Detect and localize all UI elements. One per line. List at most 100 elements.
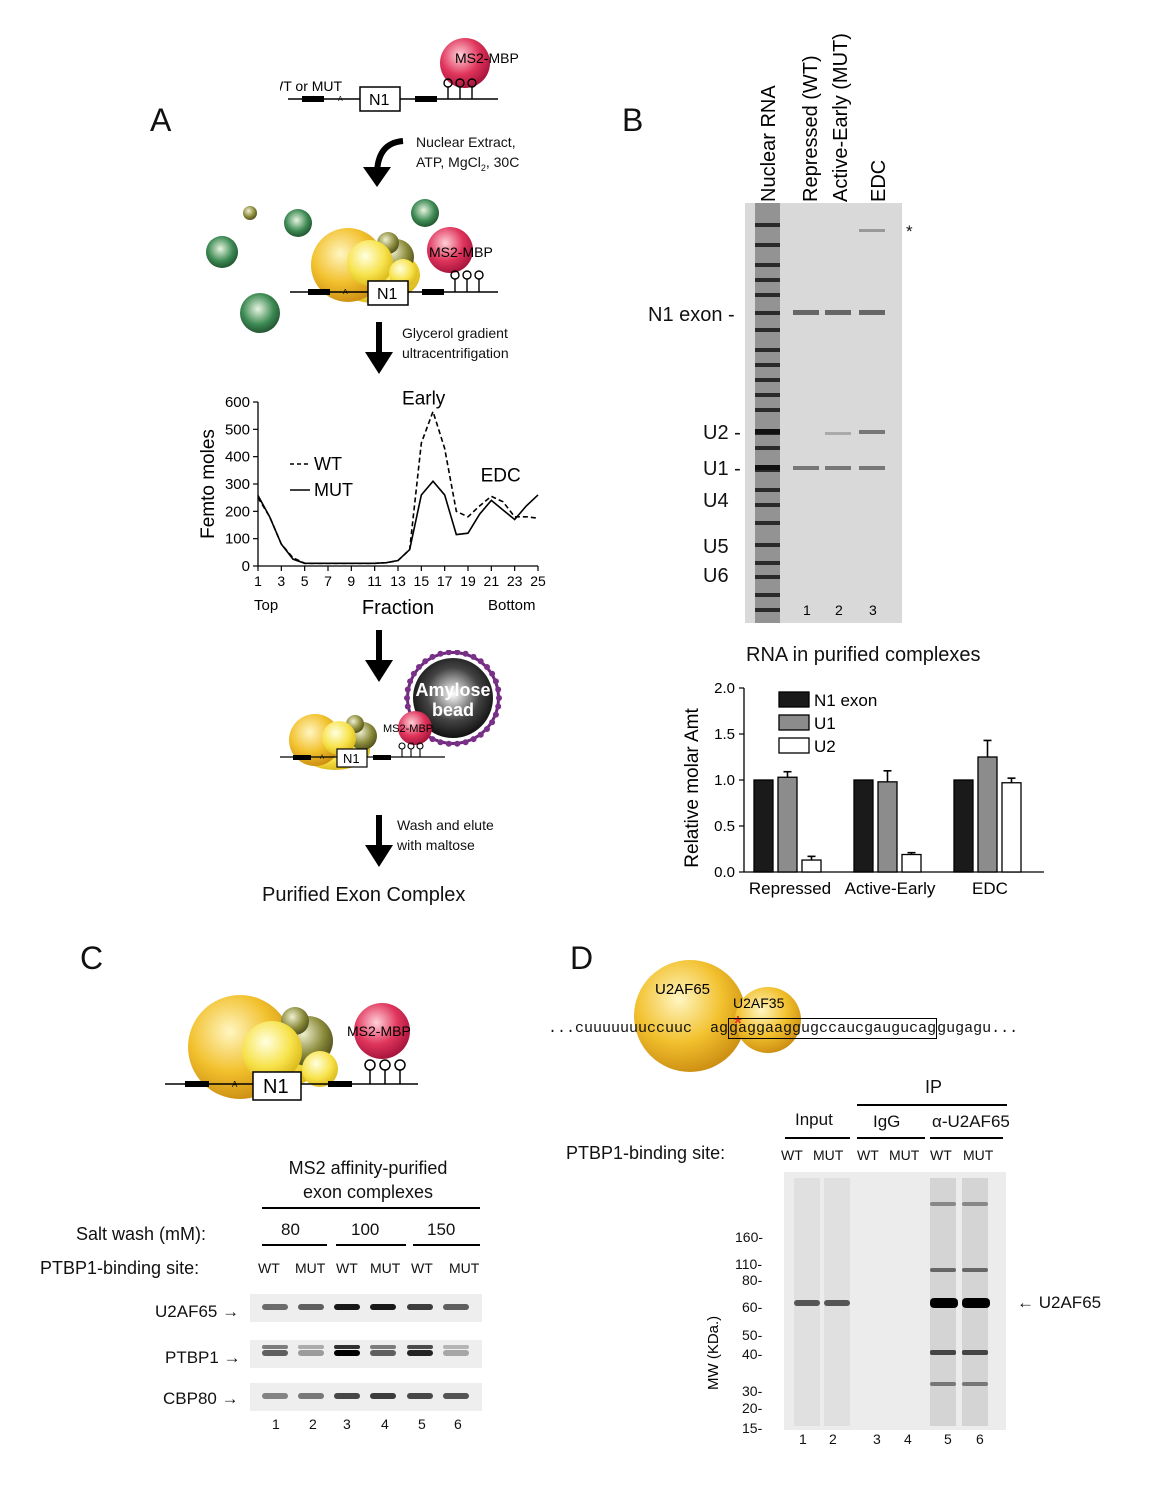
c-protein-u2af65: U2AF65 → [155,1302,240,1321]
ms2-mbp-text: MS2-MBP [455,50,519,66]
d-geno-5: WT [930,1147,952,1163]
blot-band [298,1393,324,1399]
exon-block-right [415,96,437,102]
bar-ytick-label: 2.0 [714,680,735,697]
bar-u1 [877,781,898,873]
ip-band-high [930,1202,956,1206]
blot-band-upper [262,1345,288,1349]
line-xtick-label: 11 [367,573,382,589]
mw-60: 60- [742,1299,763,1315]
bead-ligand-dot [470,653,477,660]
bead-ligand-dot [492,678,499,685]
mw-axis-label: MW (KDa.) [705,1316,722,1390]
line-xtick-label: 19 [460,573,476,589]
bar-n1-exon [753,779,774,873]
d-lane-3: 3 [873,1431,881,1447]
panel-b-label: B [622,102,644,138]
marker-u1: U1 - [703,458,741,480]
ladder-band-u1 [755,465,780,470]
bar-n1-exon [953,779,974,873]
line-xtick-label: 5 [301,573,309,589]
d-geno-1: WT [781,1147,803,1163]
ladder-lane [755,203,780,623]
marker-u4: U4 [703,490,729,512]
series-line-wt [257,409,539,565]
svg-text:U2AF35: U2AF35 [733,995,785,1011]
d-lane-2: 2 [829,1431,837,1447]
western-blot-c [250,1290,482,1412]
svg-text:A: A [338,96,343,103]
blot-band [262,1393,288,1399]
svg-text:Repressed (WT): Repressed (WT) [800,55,822,202]
bead-ligand-dot [429,736,436,743]
svg-text:MS2-MBP: MS2-MBP [347,1023,411,1039]
svg-text:EDC: EDC [868,160,890,202]
ip-label: IP [925,1077,943,1097]
legend-swatch-0 [778,691,810,708]
c-geno-3: WT [336,1260,358,1276]
bead-ligand-dot [404,695,410,701]
line-ytick-label: 100 [225,531,250,548]
bar-ytick-label: 0.0 [714,864,735,881]
c-lane-1: 1 [272,1416,280,1432]
svg-text:N1: N1 [377,286,398,303]
mw-80: 80- [742,1272,763,1288]
d-lane-6: 6 [976,1431,984,1447]
blot-row [250,1340,482,1368]
ladder-band [755,593,780,597]
u1-band [793,466,819,470]
bead-ligand-dot [445,650,452,656]
legend-swatch-1 [778,714,810,731]
marker-u2: U2 - [703,422,741,444]
mw-40: 40- [742,1346,763,1362]
blot-band [334,1304,360,1310]
bar-u2 [901,853,922,873]
c-geno-6: MUT [449,1260,480,1276]
blot-band [298,1304,324,1310]
n1-exon-band [859,310,885,315]
c-lane-6: 6 [454,1416,462,1432]
line-xtick-label: 3 [277,573,285,589]
ladder-band [755,561,780,565]
bar-chart-title: RNA in purified complexes [746,644,981,666]
mw-20: 20- [742,1400,763,1416]
d-lane-4: 4 [904,1431,912,1447]
u2-band-faint [825,432,851,435]
amylose-bead-complex: Amylose bead MS2-MBP N1 A [280,650,502,770]
svg-text:*: * [734,1013,742,1035]
bead-ligand-dot [495,686,502,693]
svg-text:MS2-MBP: MS2-MBP [383,723,433,735]
bar-u2 [1001,782,1022,873]
input-label: Input [795,1110,833,1129]
line-xtick-label: 13 [390,573,406,589]
ladder-band [755,293,780,297]
bead-ligand-dot [462,650,469,657]
d-lane-1: 1 [799,1431,807,1447]
marker-u6: U6 [703,565,729,587]
bead-ligand-dot [422,658,429,665]
line-xtick-label: 23 [507,573,523,589]
bead-ligand-dot [489,670,496,677]
blot-band [334,1350,360,1356]
bar-ytick-label: 1.5 [714,726,735,743]
bead-ligand-dot [483,725,490,732]
legend-swatch-2 [778,737,810,754]
blot-band-upper [443,1345,469,1349]
bar-category-label: EDC [972,879,1008,898]
blot-band-upper [334,1345,360,1349]
c-geno-1: WT [258,1260,280,1276]
ladder-band [755,263,780,267]
bar-ylabel: Relative molar Amt [682,708,703,868]
line-ytick-label: 0 [242,558,250,575]
input-rule [785,1137,850,1139]
legend-mut-label: MUT [314,480,353,500]
ladder-band [755,488,780,492]
ladder-band [755,311,780,315]
ladder-band [755,243,780,247]
d-geno-4: MUT [889,1147,920,1163]
down-arrow-2 [365,322,393,374]
edc-top-band [859,229,885,232]
bead-ligand-dot [483,664,490,671]
blot-band [407,1304,433,1310]
